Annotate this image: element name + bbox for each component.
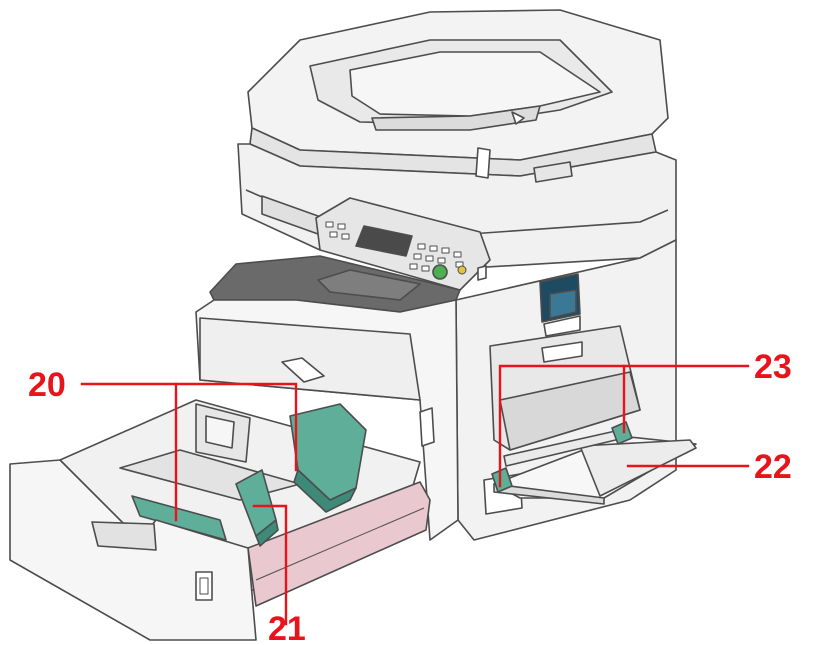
paper-cassette [10, 400, 430, 640]
document-feeder [248, 10, 668, 176]
callout-label-21: 21 [268, 610, 306, 645]
callout-label-20: 20 [28, 366, 66, 404]
callout-label-22: 22 [754, 448, 792, 486]
start-button-icon [433, 265, 447, 279]
callout-label-23: 23 [754, 348, 792, 386]
